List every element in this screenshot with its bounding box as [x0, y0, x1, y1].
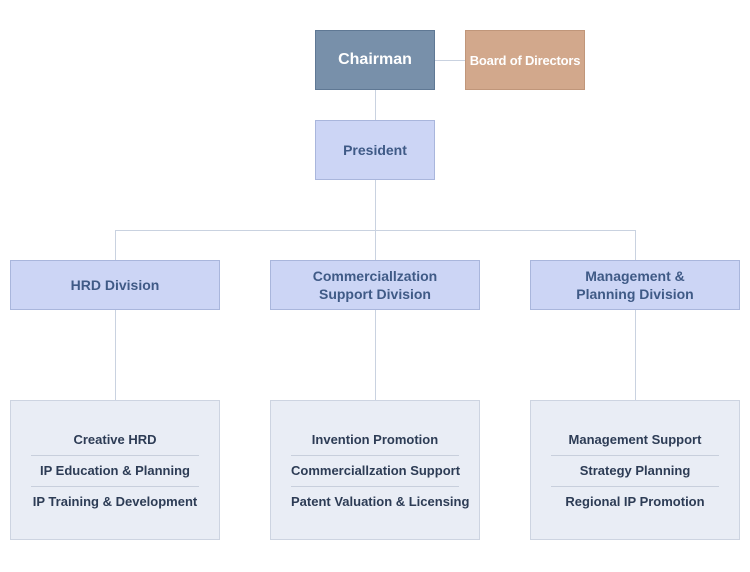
hrd-units-connector: [115, 310, 116, 400]
division-commercialization: Commerciallzation Support Division: [270, 260, 480, 310]
unit-item: Patent Valuation & Licensing: [291, 494, 470, 509]
division-horizontal-connector: [115, 230, 636, 231]
division-label: Commerciallzation Support Division: [312, 268, 438, 302]
chairman-label: Chairman: [338, 51, 412, 68]
unit-item: Management Support: [551, 425, 719, 456]
unit-item: IP Education & Planning: [31, 456, 199, 487]
chairman-board-connector: [435, 60, 465, 61]
division-label: Management & Planning Division: [576, 268, 694, 302]
president-trunk-connector: [375, 180, 376, 260]
board-label: Board of Directors: [469, 52, 581, 68]
unit-item: Commerciallzation Support: [291, 456, 460, 487]
unit-item: Regional IP Promotion: [565, 494, 705, 509]
division-hrd: HRD Division: [10, 260, 220, 310]
comm-units-connector: [375, 310, 376, 400]
unit-item: IP Training & Development: [32, 494, 198, 509]
chairman-box: Chairman: [315, 30, 435, 90]
division-management-planning: Management & Planning Division: [530, 260, 740, 310]
mgmt-drop-connector: [635, 230, 636, 260]
management-units-box: Management Support Strategy Planning Reg…: [530, 400, 740, 540]
board-of-directors-box: Board of Directors: [465, 30, 585, 90]
hrd-drop-connector: [115, 230, 116, 260]
chairman-president-connector: [375, 90, 376, 120]
hrd-units-box: Creative HRD IP Education & Planning IP …: [10, 400, 220, 540]
mgmt-units-connector: [635, 310, 636, 400]
president-box: President: [315, 120, 435, 180]
commercialization-units-box: Invention Promotion Commerciallzation Su…: [270, 400, 480, 540]
unit-item: Invention Promotion: [291, 425, 459, 456]
unit-item: Strategy Planning: [551, 456, 719, 487]
division-label: HRD Division: [70, 277, 160, 293]
president-label: President: [343, 142, 407, 158]
unit-item: Creative HRD: [31, 425, 199, 456]
